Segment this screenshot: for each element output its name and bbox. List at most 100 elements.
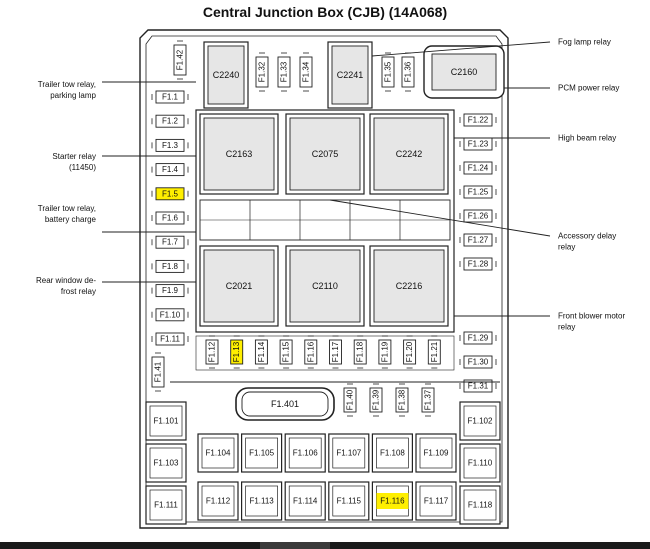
maxi-fuse-inner — [245, 437, 278, 469]
fuse-body — [277, 56, 291, 88]
fuse-f1-14: F1.14 — [254, 335, 268, 369]
connector-c2240-label: C2240 — [213, 70, 240, 80]
fuse-body — [378, 339, 392, 365]
fuse-label: F1.39 — [372, 389, 381, 410]
fuse-label: F1.34 — [302, 61, 311, 82]
right-label-4: relay — [558, 243, 575, 252]
fuse-body — [155, 138, 185, 152]
fuse-body — [299, 56, 313, 88]
fuse-label: F1.29 — [468, 334, 489, 343]
fuse-body — [230, 339, 244, 365]
fuse-label: F1.18 — [356, 341, 365, 362]
fuse-f1-23: F1.23 — [459, 137, 497, 151]
connector-c2160-label: C2160 — [451, 67, 478, 77]
fuse-label: F1.15 — [282, 341, 291, 362]
maxi-fuse-label: F1.104 — [206, 449, 231, 458]
maxi-fuse-label: F1.107 — [336, 449, 361, 458]
connector-c2021-label: C2021 — [226, 281, 253, 291]
fuse-f1-37: F1.37 — [421, 383, 435, 417]
fuse-f1-1: F1.1 — [151, 90, 189, 104]
fuse-f1-28: F1.28 — [459, 257, 497, 271]
fuse-body — [329, 339, 342, 365]
fuse-label: F1.28 — [468, 260, 489, 269]
fuse-body — [463, 113, 493, 127]
connector-c2242-label: C2242 — [396, 149, 423, 159]
maxi-fuse-label: F1.110 — [468, 459, 493, 468]
maxi-fuse-inner — [201, 437, 235, 469]
maxi-fuse-label: F1.109 — [424, 449, 449, 458]
fuse-label: F1.14 — [257, 341, 266, 362]
fuse-label: F1.2 — [162, 117, 179, 126]
fuse-body — [463, 233, 493, 247]
page-title: Central Junction Box (CJB) (14A068) — [202, 4, 448, 20]
fuse-body — [155, 332, 185, 346]
fuse-label: F1.5 — [162, 189, 179, 198]
fuse-label: F1.30 — [468, 358, 489, 367]
maxi-fuse-label: F1.102 — [468, 417, 493, 426]
connector-c2163-label: C2163 — [226, 149, 253, 159]
maxi-fuse-label: F1.116 — [380, 497, 405, 506]
fuse-body — [463, 355, 493, 369]
fuse-body — [155, 235, 185, 249]
callout-line — [371, 41, 551, 57]
fuse-f1-25: F1.25 — [459, 185, 497, 199]
bottom-scrollbar-strip — [0, 542, 650, 549]
left-label-1: Trailer tow relay, — [38, 80, 96, 89]
left-label-4: frost relay — [61, 287, 96, 296]
fuse-label: F1.22 — [468, 116, 489, 125]
fuse-label: F1.10 — [160, 310, 181, 319]
fuse-f1-33: F1.33 — [277, 52, 291, 92]
right-label-3: High beam relay — [558, 134, 616, 143]
fuse-f1-11: F1.11 — [151, 332, 189, 346]
fuse-body — [463, 257, 493, 271]
fuse-label: F1.19 — [380, 341, 389, 362]
maxi-fuse-inner — [288, 437, 322, 469]
connector-c2241-label: C2241 — [337, 70, 364, 80]
maxi-fuse-inner — [149, 405, 183, 437]
fuse-body — [343, 387, 357, 413]
fuse-body — [353, 339, 367, 365]
connector-c2216-label: C2216 — [396, 281, 423, 291]
right-label-5: Front blower motor — [558, 312, 625, 321]
maxi-fuse-label: F1.105 — [249, 449, 274, 458]
fuse-f1-40: F1.40 — [343, 383, 357, 417]
maxi-fuse-inner — [376, 437, 409, 469]
right-label-2: PCM power relay — [558, 84, 619, 93]
fuse-label: F1.32 — [258, 61, 267, 82]
fuse-f1-20: F1.20 — [403, 335, 417, 369]
fuse-body — [463, 209, 493, 223]
maxi-fuse-label: F1.106 — [293, 449, 318, 458]
fuse-body — [155, 284, 185, 298]
fuse-body — [155, 308, 185, 322]
fuse-f1-2: F1.2 — [151, 114, 189, 128]
maxi-fuse-label: F1.112 — [206, 497, 231, 506]
fuse-body — [173, 44, 187, 76]
connector-c2160-inner — [431, 53, 497, 91]
fuse-body — [463, 331, 493, 345]
fuse-label: F1.42 — [176, 49, 185, 70]
fuse-f1-30: F1.30 — [459, 355, 497, 369]
connector-c2241-inner — [331, 45, 369, 105]
fuse-body — [155, 187, 185, 201]
fuse-body — [401, 56, 415, 88]
connector-c2075-inner — [289, 117, 361, 191]
fuse-body — [427, 339, 441, 365]
fuse-f1-6: F1.6 — [151, 211, 189, 225]
fuse-f1-12: F1.12 — [205, 335, 219, 369]
fuse-f1-5: F1.5 — [151, 187, 189, 201]
fuse-label: F1.1 — [162, 93, 179, 102]
fuse-body — [395, 387, 409, 413]
left-label-2: (11450) — [69, 163, 96, 172]
fuse-body — [205, 339, 219, 365]
fuse-body — [155, 114, 185, 128]
fuse-f1-3: F1.3 — [151, 138, 189, 152]
connector-c2242-inner — [373, 117, 445, 191]
fuse-body — [381, 56, 395, 88]
fuse-f1-21: F1.21 — [427, 335, 441, 369]
fuse-f1-26: F1.26 — [459, 209, 497, 223]
fuse-f1-18: F1.18 — [353, 335, 367, 369]
fuse-f1-13: F1.13 — [230, 335, 244, 369]
fuse-body — [369, 387, 383, 413]
fuse-body — [254, 339, 268, 365]
maxi-fuse-inner — [463, 447, 497, 479]
